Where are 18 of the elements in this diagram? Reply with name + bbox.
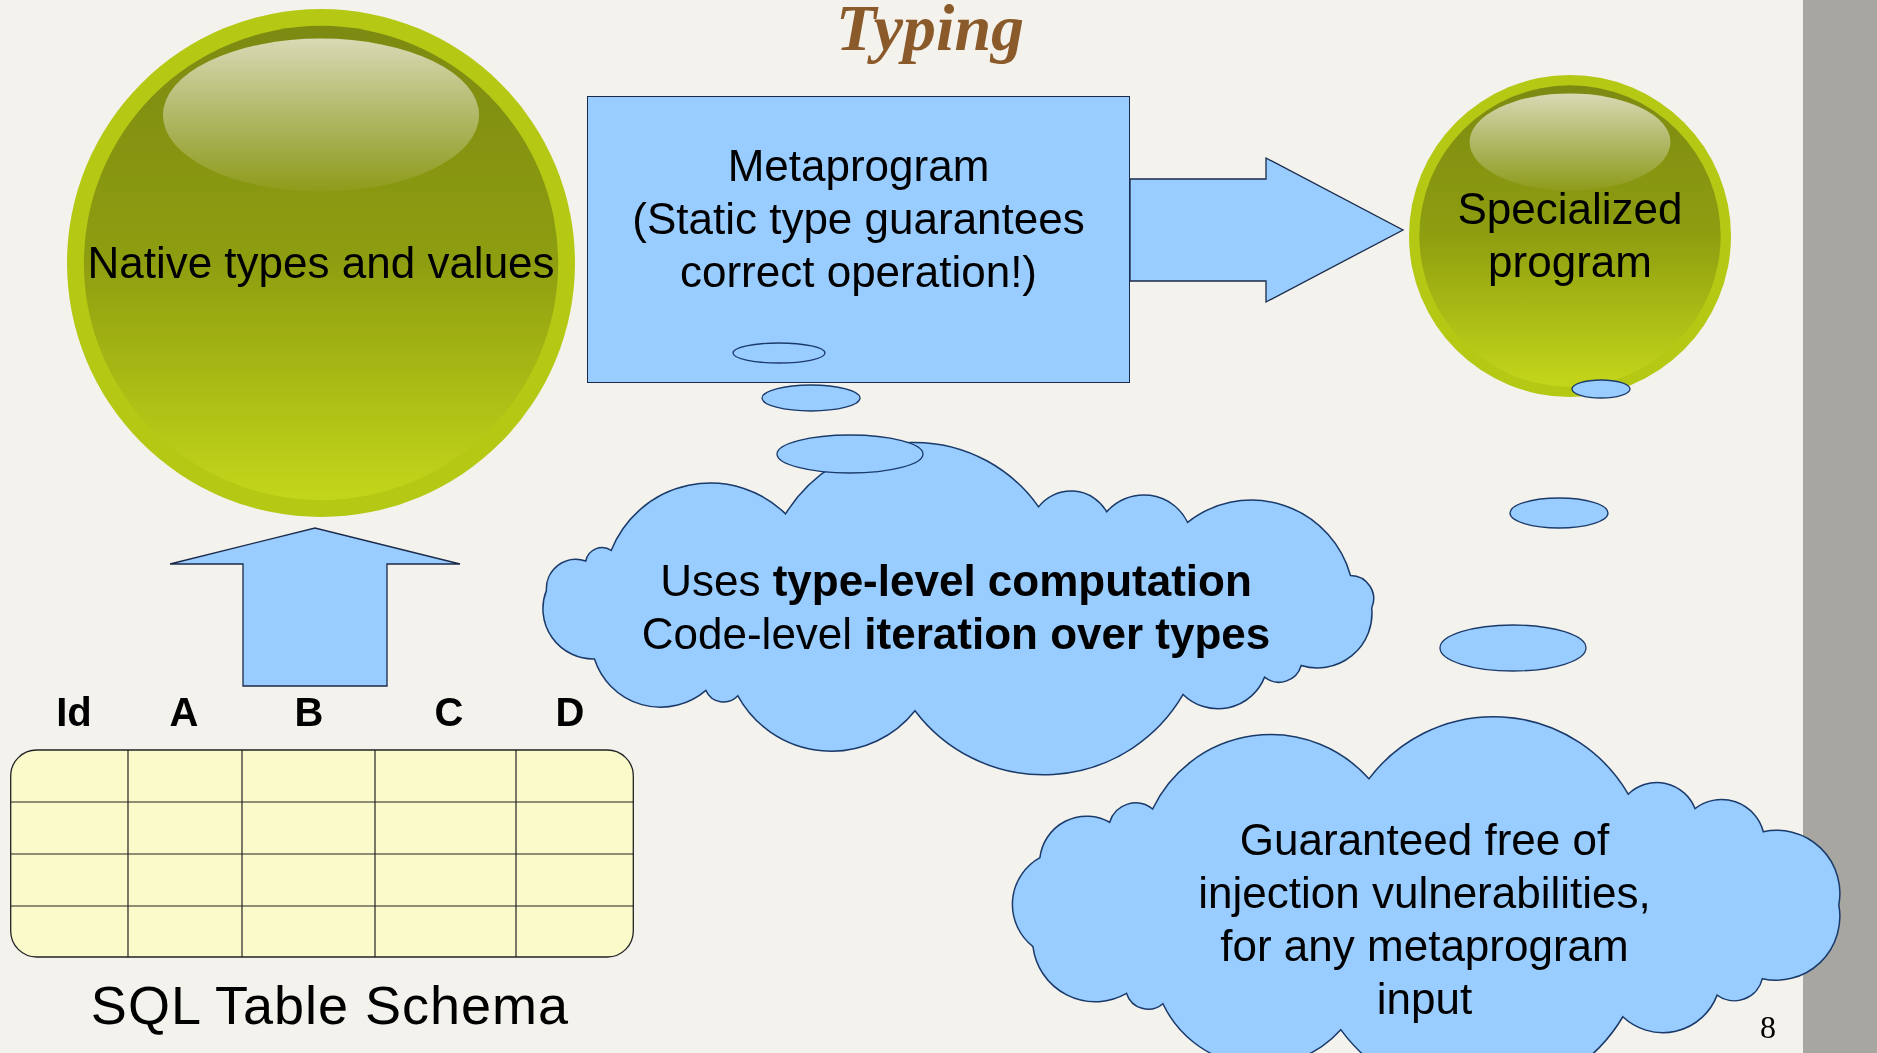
column-header: Id	[55, 689, 93, 736]
column-header: A	[168, 689, 200, 736]
column-header: C	[433, 689, 465, 736]
process-box	[587, 96, 1130, 383]
table-caption: SQL Table Schema	[89, 976, 571, 1036]
node-label: Native types and values	[86, 236, 556, 289]
box-text: (Static type guarantees correct operation!)	[631, 193, 1086, 298]
column-header: D	[554, 689, 586, 736]
block-arrow	[1129, 156, 1405, 304]
slide-title: Typing	[834, 0, 1026, 65]
block-arrow	[169, 527, 461, 687]
cloud-text: Uses type-level computation	[660, 555, 1252, 608]
box-text: Metaprogram	[727, 140, 990, 193]
node-label: Specialized program	[1456, 183, 1684, 288]
cloud-text: Code-level iteration over types	[641, 608, 1271, 660]
cloud-text: Guaranteed free of injection vulnerabilities, for any metaprogram input	[1197, 814, 1652, 1025]
column-header: B	[293, 689, 325, 736]
page-number: 8	[1760, 1010, 1776, 1046]
